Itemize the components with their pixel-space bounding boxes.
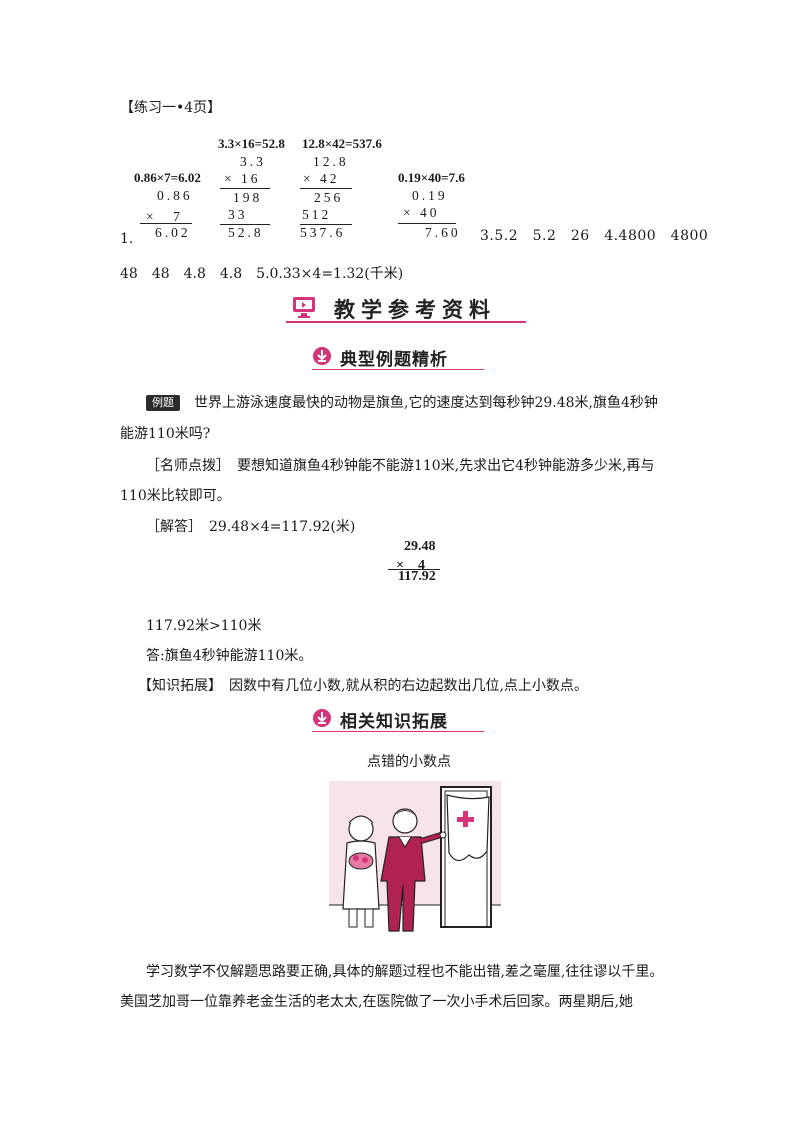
- item-1-label: 1.: [120, 231, 134, 247]
- calc3-equation: 12.8×42=537.6: [302, 136, 382, 151]
- story-title: 点错的小数点: [367, 754, 451, 770]
- calc4-operand-a: 0.19: [412, 188, 448, 203]
- section-2-underline: [312, 731, 484, 732]
- calc3-partial-1: 256: [314, 190, 344, 205]
- calc3-result: 537.6: [300, 225, 346, 240]
- calc1-rule: [140, 223, 192, 224]
- banner-underline: [286, 321, 526, 323]
- comparison-line: 117.92米>110米: [146, 618, 262, 634]
- story-illustration: [329, 781, 501, 941]
- vcalc-operand-a: 29.48: [404, 539, 436, 554]
- teacher-tip-line-2: 110米比较即可。: [120, 488, 231, 504]
- section-related-knowledge-title: 相关知识拓展: [340, 712, 448, 732]
- solution-line: ［解答］ 29.48×4=117.92(米): [146, 519, 356, 535]
- calc4-result: 7.60: [425, 225, 461, 240]
- calc1-result: 6.02: [155, 225, 191, 240]
- answers-line-2: 48 48 4.8 4.8 5.0.33×4=1.32(千米): [120, 266, 404, 282]
- calc2-operand-b: × 16: [224, 171, 261, 186]
- calc2-partial-1: 198: [233, 190, 263, 205]
- teacher-tip-line-1: ［名师点拨］ 要想知道旗鱼4秒钟能不能游110米,先求出它4秒钟能游多少米,再与: [146, 458, 655, 474]
- vcalc-result: 117.92: [398, 569, 436, 584]
- calc4-rule: [398, 223, 456, 224]
- calc3-operand-b: × 42: [303, 171, 340, 186]
- calc2-partial-2: 33: [228, 207, 248, 222]
- calc2-result: 52.8: [228, 225, 264, 240]
- calc2-rule-2: [220, 224, 270, 225]
- calc3-rule: [300, 188, 352, 189]
- banner-title: 教学参考资料: [334, 298, 496, 322]
- section-1-underline: [312, 369, 484, 370]
- down-arrow-icon-2: [312, 708, 332, 728]
- knowledge-extension-line: 【知识拓展】 因数中有几位小数,就从积的右边起数出几位,点上小数点。: [138, 678, 588, 694]
- calc2-operand-a: 3.3: [240, 154, 266, 169]
- example-text-line-2: 能游110米吗?: [120, 426, 211, 442]
- calc1-operand-b: × 7: [146, 209, 183, 224]
- calc3-partial-2: 512: [302, 207, 332, 222]
- answer-line: 答:旗鱼4秒钟能游110米。: [146, 648, 313, 664]
- monitor-icon: [290, 296, 322, 320]
- section-typical-examples-title: 典型例题精析: [340, 350, 448, 370]
- calc4-operand-b: × 40: [403, 205, 440, 220]
- answers-line-1: 3.5.2 5.2 26 4.4800 4800: [480, 228, 709, 244]
- down-arrow-icon: [312, 346, 332, 366]
- calc1-equation: 0.86×7=6.02: [134, 170, 201, 185]
- story-paragraph-1: 学习数学不仅解题思路要正确,具体的解题过程也不能出错,差之毫厘,往往谬以千里。: [146, 964, 664, 980]
- example-text-line-1: 世界上游泳速度最快的动物是旗鱼,它的速度达到每秒钟29.48米,旗鱼4秒钟: [194, 395, 658, 411]
- example-badge: 例题: [146, 395, 180, 411]
- story-paragraph-2: 美国芝加哥一位靠养老金生活的老太太,在医院做了一次小手术后回家。两星期后,她: [120, 994, 633, 1010]
- calc3-rule-2: [300, 224, 352, 225]
- calc2-rule: [220, 188, 270, 189]
- calc2-equation: 3.3×16=52.8: [218, 136, 285, 151]
- vcalc-rule: [388, 569, 440, 570]
- calc1-operand-a: 0.86: [157, 188, 193, 203]
- calc3-operand-a: 12.8: [313, 154, 349, 169]
- exercise-heading: 【练习一•4页】: [120, 100, 222, 116]
- calc4-equation: 0.19×40=7.6: [398, 170, 465, 185]
